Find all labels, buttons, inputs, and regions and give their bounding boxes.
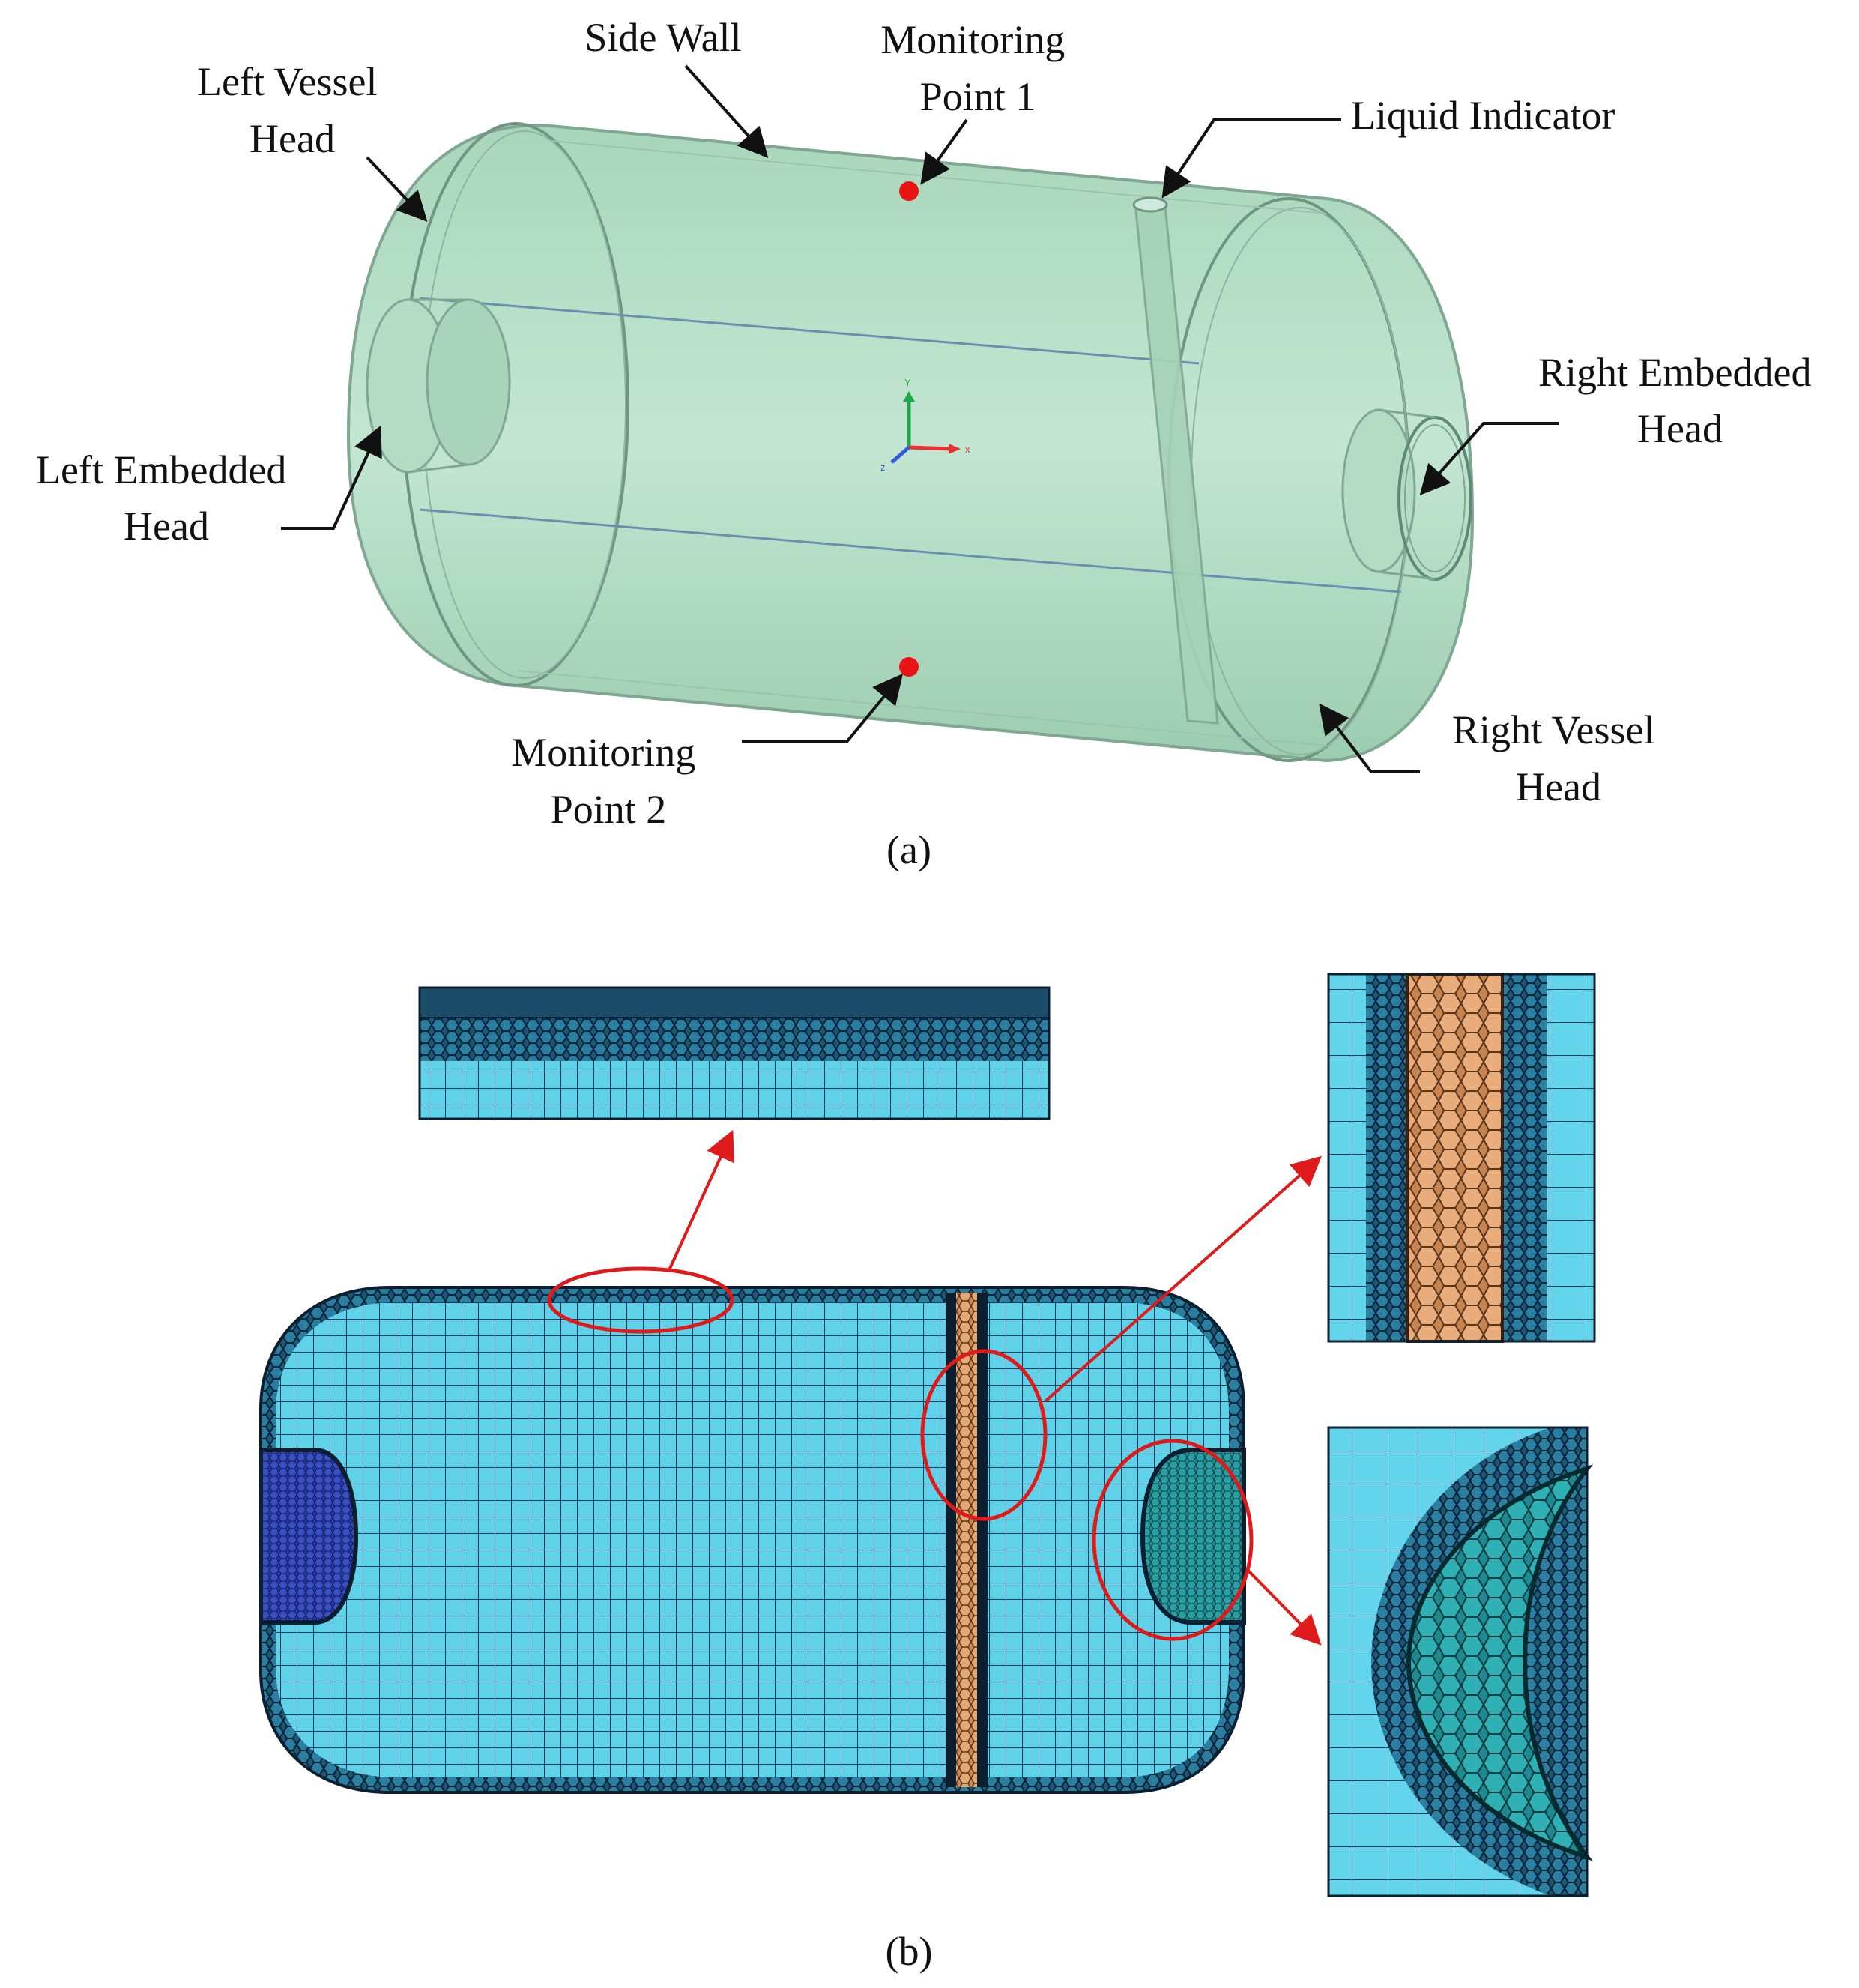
zoom-arrow-liquid-indicator <box>1044 1155 1322 1403</box>
label-right-embedded-head: Right Embedded Head <box>1538 350 1822 451</box>
inset-indicator-poly-right <box>1502 974 1547 1341</box>
right-embedded-head-back <box>1341 408 1416 573</box>
label-right-vessel-head: Right Vessel Head <box>1452 707 1665 809</box>
inset-head-surface <box>1406 1464 1594 1861</box>
inset-right-embedded-head-mesh <box>1327 1426 1594 1897</box>
mesh-cross-section <box>259 1266 1254 1794</box>
arrow-side-wall <box>684 64 769 158</box>
arrow-monitoring-point-2 <box>742 673 904 743</box>
mesh-liquid-indicator <box>956 1293 977 1787</box>
inset-side-wall-top-layers <box>419 987 1050 1018</box>
inset-side-wall-polyhedral-layer <box>420 1018 1049 1061</box>
zoom-marker-right-embedded-head <box>1092 1439 1254 1641</box>
caption-a: (a) <box>886 827 931 872</box>
panel-b-mesh: (b) <box>259 973 1596 1974</box>
liquid-indicator-top <box>1132 196 1168 213</box>
right-embedded-head-edge-top <box>1378 408 1436 419</box>
axis-x-arrowhead <box>949 444 961 454</box>
monitoring-point-2-marker <box>899 657 919 677</box>
zoom-marker-side-wall <box>547 1266 734 1334</box>
arrow-liquid-indicator <box>1161 118 1341 199</box>
inset-indicator-poly-left <box>1366 974 1407 1341</box>
monitoring-point-1-marker <box>899 181 919 201</box>
mesh-interior-cartesian <box>276 1302 1229 1777</box>
vessel-bottom-edge-line <box>516 670 1327 746</box>
mesh-liquid-indicator-gap-left <box>946 1293 956 1787</box>
left-embedded-head-inner <box>426 298 511 466</box>
coordinate-triad: Y x z <box>880 377 970 473</box>
inset-indicator-tube <box>1406 973 1504 1343</box>
vessel-inner-line-bottom <box>419 508 1402 593</box>
axis-z-line <box>890 446 910 464</box>
leader-arrows <box>281 64 1559 773</box>
inset-head-border <box>1327 1426 1589 1897</box>
axis-z-label: z <box>880 462 886 473</box>
zoom-arrow-right-embedded-head <box>1246 1568 1322 1646</box>
arrow-monitoring-point-1 <box>920 118 968 185</box>
left-embedded-head-edge-bottom <box>408 463 469 474</box>
arrow-left-vessel-head <box>366 156 428 222</box>
right-embedded-head-edge-bottom <box>1378 570 1436 581</box>
inset-indicator-border <box>1327 973 1596 1343</box>
axis-x-line <box>908 445 952 451</box>
panel-a-vessel-geometry: Y x z Left Vessel Head Side Wall Monitor… <box>36 15 1822 872</box>
label-left-embedded-head: Left Embedded Head <box>36 447 297 549</box>
axis-x-label: x <box>965 444 970 455</box>
label-side-wall: Side Wall <box>584 15 741 60</box>
arrow-right-embedded-head <box>1419 422 1559 495</box>
arrow-right-vessel-head <box>1319 703 1420 773</box>
mesh-liquid-indicator-gap-right <box>977 1293 988 1787</box>
label-monitoring-point-1: Monitoring Point 1 <box>880 17 1075 119</box>
inset-side-wall-border <box>418 986 1051 1120</box>
mesh-right-embedded-head <box>1140 1448 1246 1625</box>
zoom-arrow-side-wall <box>668 1129 734 1271</box>
right-embedded-head-front-inner <box>1404 424 1466 572</box>
inset-side-wall-mesh <box>418 986 1051 1120</box>
label-left-vessel-head: Left Vessel Head <box>197 59 387 161</box>
axis-y-arrowhead <box>903 391 915 402</box>
vessel-3d-model: Y x z <box>346 122 1475 763</box>
caption-b: (b) <box>886 1929 933 1974</box>
inset-liquid-indicator-mesh <box>1327 973 1596 1343</box>
label-monitoring-point-2: Monitoring Point 2 <box>511 730 706 832</box>
zoom-marker-liquid-indicator <box>920 1349 1048 1521</box>
arrow-left-embedded-head <box>281 425 382 530</box>
vessel-inner-line-top <box>419 297 1200 365</box>
label-liquid-indicator: Liquid Indicator <box>1351 93 1615 138</box>
axis-y-label: Y <box>904 377 911 388</box>
zoom-arrows <box>668 1129 1322 1646</box>
mesh-left-embedded-head <box>259 1448 359 1625</box>
